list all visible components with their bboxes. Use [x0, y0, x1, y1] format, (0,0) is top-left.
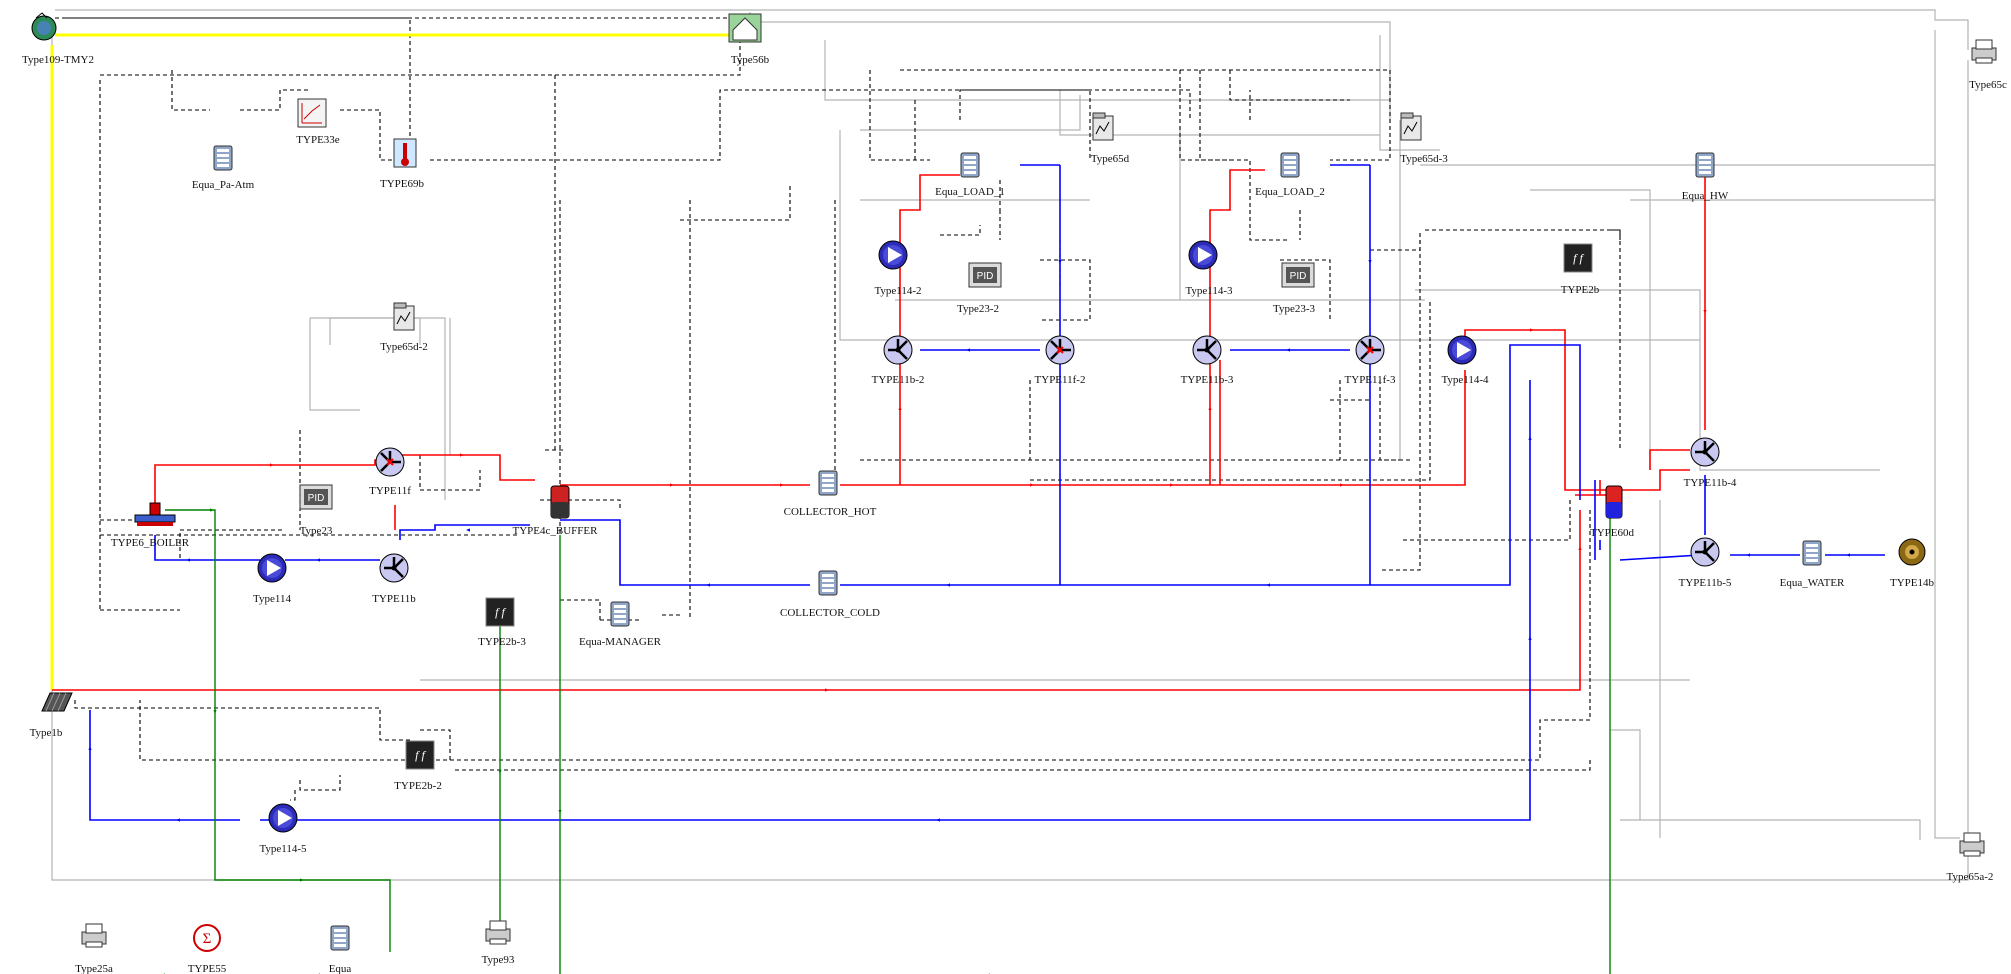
online-plotter-icon[interactable]: [1093, 113, 1113, 140]
diverter-icon[interactable]: [380, 554, 408, 582]
component-label: TYPE11b-3: [1181, 374, 1234, 386]
component-label: Type65c: [1969, 79, 2007, 91]
component-label: TYPE69b: [380, 178, 425, 190]
equation-icon[interactable]: [1696, 153, 1714, 177]
controller-icon[interactable]: [406, 741, 434, 769]
sky-temperature-icon[interactable]: [394, 139, 416, 167]
equation-icon[interactable]: [961, 153, 979, 177]
svg-text:Σ: Σ: [203, 931, 212, 947]
component-label: Type65d-2: [380, 341, 428, 353]
mixer-icon[interactable]: [1356, 336, 1384, 364]
pid-controller-icon[interactable]: [1282, 263, 1314, 287]
online-plotter-icon[interactable]: [1960, 833, 1984, 856]
diverter-icon[interactable]: [1691, 438, 1719, 466]
integrator-connections: [160, 510, 1610, 974]
component-label: TYPE11b: [372, 593, 416, 605]
component-label: TYPE55: [188, 963, 227, 974]
component-label: Equa_Pa-Atm: [192, 179, 255, 191]
diverter-icon[interactable]: [884, 336, 912, 364]
equation-icon[interactable]: [819, 471, 837, 495]
hot-flow-arrows: [260, 300, 1705, 690]
component-label: TYPE6_BOILER: [111, 537, 190, 549]
input-delay-icon[interactable]: [486, 921, 510, 944]
integrator-arrows: [163, 510, 1000, 974]
weather-connection: [52, 35, 735, 690]
component-label: Equa-MANAGER: [579, 636, 662, 648]
integrator-icon[interactable]: Σ: [194, 925, 220, 951]
component-label: Type114-2: [874, 285, 921, 297]
equation-icon[interactable]: [1281, 153, 1299, 177]
pid-controller-icon[interactable]: [969, 263, 1001, 287]
component-label: Type65d: [1091, 153, 1130, 165]
component-label: TYPE14b: [1890, 577, 1935, 589]
diverter-icon[interactable]: [1193, 336, 1221, 364]
diverter-icon[interactable]: [1691, 538, 1719, 566]
weather-icon[interactable]: [32, 13, 56, 40]
component-label: Type23-2: [957, 303, 999, 315]
mixer-icon[interactable]: [1046, 336, 1074, 364]
online-plotter-icon[interactable]: [394, 303, 414, 330]
component-label: Type109-TMY2: [22, 54, 94, 66]
component-label: TYPE11f-2: [1035, 374, 1086, 386]
online-plotter-icon[interactable]: [1972, 40, 1996, 63]
building-icon[interactable]: [729, 14, 761, 42]
component-label: TYPE2b-3: [478, 636, 526, 648]
component-label: Type25a: [75, 963, 113, 974]
component-label: TYPE11b-2: [872, 374, 925, 386]
component-label: TYPE33e: [296, 134, 340, 146]
component-label: TYPE11f-3: [1345, 374, 1396, 386]
component-label: TYPE4c_BUFFER: [513, 525, 599, 537]
component-label: Type93: [482, 954, 515, 966]
component-label: Equa_WATER: [1780, 577, 1845, 589]
component-label: COLLECTOR_HOT: [784, 506, 877, 518]
component-label: TYPE11b-5: [1679, 577, 1732, 589]
equation-icon[interactable]: [611, 602, 629, 626]
equation-icon[interactable]: [819, 571, 837, 595]
pump-icon[interactable]: [269, 804, 297, 832]
equation-icon[interactable]: [331, 926, 349, 950]
component-label: Type65d-3: [1400, 153, 1448, 165]
pump-icon[interactable]: [258, 554, 286, 582]
component-label: COLLECTOR_COLD: [780, 607, 880, 619]
online-plotter-icon[interactable]: [1401, 113, 1421, 140]
controller-icon[interactable]: [486, 598, 514, 626]
component-label: Type23-3: [1273, 303, 1315, 315]
component-label: Type114-3: [1185, 285, 1233, 297]
controller-icon[interactable]: [1564, 244, 1592, 272]
component-label: TYPE11f: [369, 485, 411, 497]
component-label: Type65a-2: [1947, 871, 1994, 883]
equation-icon[interactable]: [1803, 541, 1821, 565]
forcing-function-icon[interactable]: [1899, 539, 1925, 565]
storage-tank-icon[interactable]: [1606, 486, 1622, 518]
component-label: TYPE2b: [1561, 284, 1600, 296]
pump-icon[interactable]: [879, 241, 907, 269]
component-label: TYPE60d: [1590, 527, 1635, 539]
component-label: Type1b: [30, 727, 63, 739]
component-label: Equa_HW: [1682, 190, 1729, 202]
component-label: Type56b: [731, 54, 770, 66]
storage-tank-icon[interactable]: [551, 486, 569, 518]
component-label: Type114-4: [1441, 374, 1489, 386]
component-label: Type23: [300, 525, 333, 537]
mixer-icon[interactable]: [376, 448, 404, 476]
solar-collector-icon[interactable]: [42, 693, 72, 711]
pump-icon[interactable]: [1448, 336, 1476, 364]
pump-icon[interactable]: [1189, 241, 1217, 269]
component-label: TYPE2b-2: [394, 780, 442, 792]
component-label: Type114-5: [259, 843, 307, 855]
pid-controller-icon[interactable]: [300, 485, 332, 509]
component-label: Equa: [329, 963, 352, 974]
boiler-icon[interactable]: [135, 503, 175, 526]
component-label: Type114: [253, 593, 291, 605]
psychrometrics-icon[interactable]: [298, 99, 326, 127]
component-label: Equa_LOAD_2: [1255, 186, 1325, 198]
component-label: TYPE11b-4: [1684, 477, 1737, 489]
component-label: Equa_LOAD_1: [935, 186, 1005, 198]
printer-icon[interactable]: [82, 924, 106, 947]
equation-icon[interactable]: [214, 146, 232, 170]
control-connections: [55, 18, 1620, 800]
